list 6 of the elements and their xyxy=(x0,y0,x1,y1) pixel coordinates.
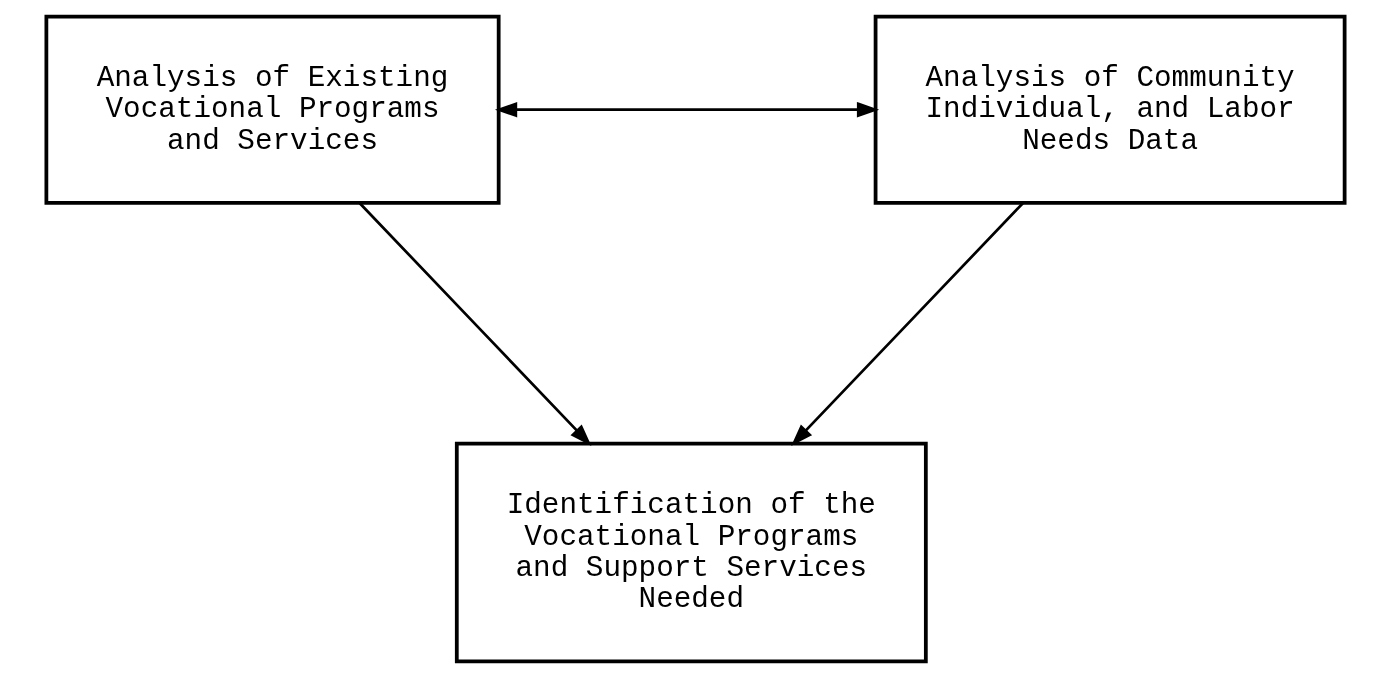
node-box: Analysis of Existing Vocational Programs and Services xyxy=(44,14,501,205)
arrow xyxy=(358,202,592,446)
arrow xyxy=(494,101,880,118)
node-box: Identification of the Vocational Programs and Support Services Needed xyxy=(454,441,928,664)
arrow xyxy=(791,202,1024,446)
node-box: Analysis of Community Individual, and Labor Needs Data xyxy=(873,14,1347,205)
